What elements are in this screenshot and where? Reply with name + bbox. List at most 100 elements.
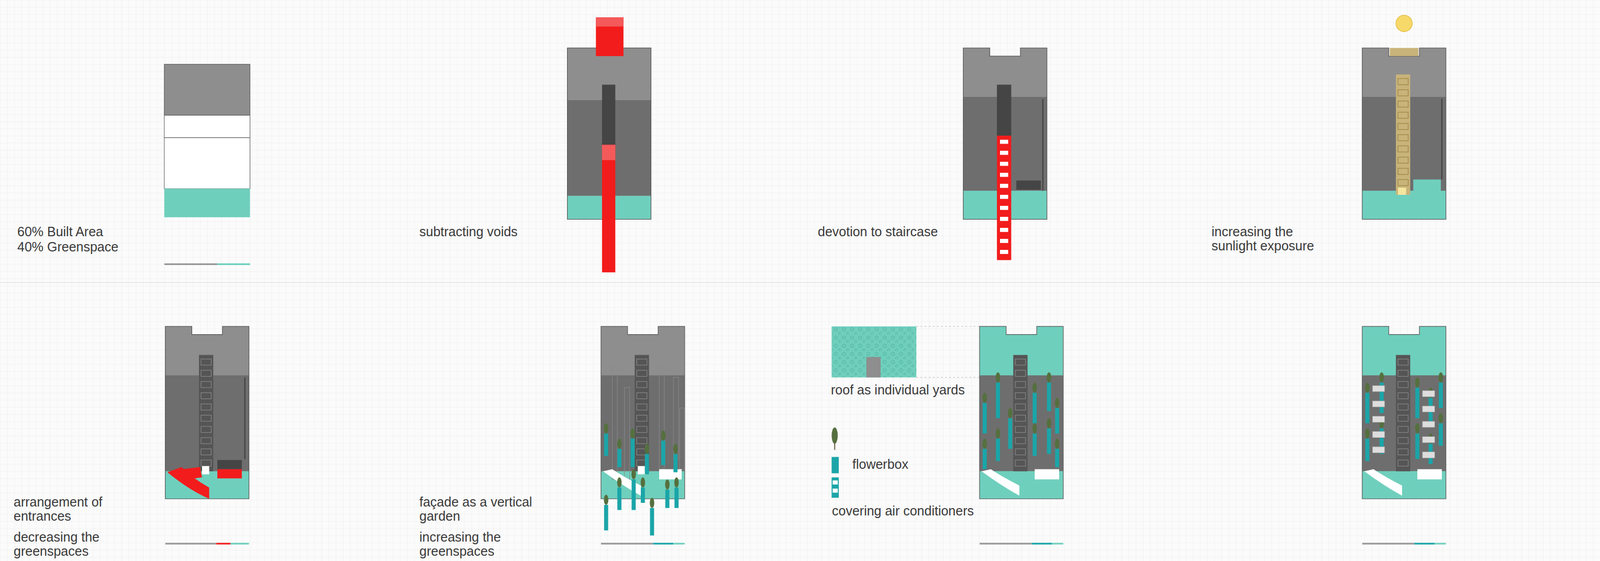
ac-unit	[1372, 400, 1385, 407]
void	[164, 115, 251, 138]
building-outline	[1362, 326, 1447, 499]
stair-step	[1397, 168, 1408, 175]
flowerbox	[631, 479, 636, 510]
stair-step	[1015, 403, 1026, 410]
tree	[617, 476, 622, 487]
building-outline	[979, 326, 1064, 499]
flowerbox	[1438, 382, 1443, 408]
stair-step	[201, 448, 211, 455]
ratio-bar	[673, 542, 685, 544]
void-strip	[996, 84, 1011, 136]
tree	[1438, 413, 1444, 424]
tree	[995, 372, 1001, 383]
tree	[640, 476, 646, 487]
facade-line	[244, 376, 246, 459]
facade-line	[624, 387, 630, 480]
flowerbox	[674, 487, 679, 508]
stair-step	[1000, 150, 1009, 155]
panel-caption: increasing the greenspaces	[419, 529, 546, 559]
flowerbox	[1008, 417, 1013, 449]
panel-caption: roof as individual yards	[830, 382, 973, 397]
flowerbox	[995, 438, 1000, 461]
projection-line	[916, 376, 980, 378]
row-divider	[0, 282, 1600, 283]
stair-step	[201, 459, 211, 466]
built-area	[601, 326, 685, 499]
stair-step	[636, 370, 647, 377]
tree	[1046, 417, 1052, 428]
panel-caption: covering air conditioners	[831, 503, 974, 518]
tree	[1054, 438, 1060, 449]
flowerbox	[1032, 433, 1037, 457]
stair-step	[1000, 205, 1009, 210]
flowerbox	[1032, 392, 1037, 424]
stair-step	[1015, 381, 1026, 388]
subtracted-void	[602, 145, 616, 161]
ac-unit	[1372, 446, 1385, 453]
flowerbox	[645, 453, 650, 475]
stair-step	[1397, 370, 1408, 377]
flowerbox-icon	[831, 456, 839, 473]
panel-caption: façade as a vertical garden	[419, 494, 577, 524]
stair-step	[636, 437, 647, 444]
ac-unit	[1422, 390, 1435, 397]
stair-step	[201, 392, 211, 399]
greenspace	[1362, 190, 1447, 220]
flowerbox	[665, 489, 670, 508]
entrance	[217, 469, 242, 479]
flowerbox	[1365, 392, 1370, 424]
ratio-bar	[1031, 542, 1052, 544]
entrance	[1417, 469, 1442, 480]
stair-step	[1397, 459, 1408, 466]
flowerbox	[650, 507, 655, 536]
building-outline	[165, 326, 250, 499]
projection-line	[916, 326, 980, 327]
subtracted-void	[595, 17, 624, 27]
staircase	[1013, 354, 1028, 472]
void	[164, 137, 251, 189]
stair-step	[1015, 370, 1026, 377]
stair-step	[1000, 227, 1009, 232]
flowerbox	[1047, 428, 1052, 454]
ac-unit	[1422, 436, 1435, 443]
flowerbox	[1415, 387, 1420, 418]
entrance	[1364, 469, 1403, 496]
tree	[1364, 382, 1370, 393]
flowerbox	[604, 504, 609, 531]
ac-unit	[1422, 405, 1435, 413]
stair-step	[201, 358, 211, 365]
greenspace	[1362, 326, 1447, 499]
ac-unit	[1372, 415, 1385, 422]
entrance	[1034, 469, 1060, 480]
tree	[1032, 382, 1038, 393]
ratio-bar	[1051, 542, 1063, 544]
ratio-bar	[217, 263, 250, 265]
stair-step	[1000, 238, 1009, 243]
built-area	[165, 326, 250, 499]
stair-step	[1397, 179, 1408, 186]
stair-step	[1397, 381, 1408, 388]
tree	[1379, 372, 1385, 383]
entrance-box	[217, 459, 242, 470]
stair-step	[1397, 145, 1408, 152]
stair-step	[1397, 437, 1408, 444]
panel-caption: arrangement of entrances	[13, 494, 140, 524]
stair-step	[636, 403, 647, 410]
tree	[617, 438, 622, 449]
stair-step	[1000, 183, 1009, 188]
tree	[673, 443, 679, 454]
flowerbox	[1054, 448, 1060, 468]
light-spot	[1397, 187, 1407, 195]
tree-icon	[834, 441, 836, 450]
stair-step	[1000, 216, 1009, 221]
tree	[644, 443, 650, 454]
flowerbox	[1047, 382, 1052, 411]
panel-caption: devotion to staircase	[817, 224, 938, 239]
stair-step	[1397, 101, 1408, 108]
ratio-bar	[1362, 542, 1415, 544]
facade-line	[1042, 98, 1044, 191]
stair-step	[1397, 89, 1408, 96]
ac-unit-icon	[832, 480, 838, 485]
stair-step	[1397, 392, 1408, 399]
ac-cover-icon	[831, 476, 839, 498]
